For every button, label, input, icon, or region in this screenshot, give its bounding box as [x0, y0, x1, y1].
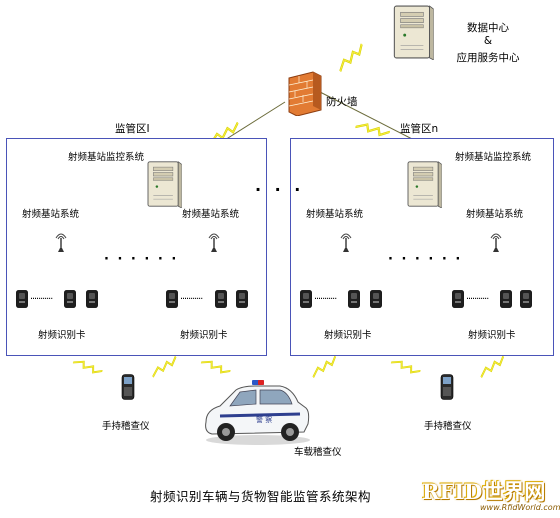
firewall-icon [288, 71, 322, 116]
svg-text:警 察: 警 察 [256, 415, 272, 424]
zone-n-card-label-b: 射频识别卡 [468, 330, 516, 341]
zone-1-card-icon [236, 290, 248, 308]
zone-1-card-gap-a: ··········· [30, 294, 53, 305]
zone-1-monitor-server-icon [146, 160, 182, 208]
handheld-checker-left-icon [121, 374, 135, 400]
zone-1-box [6, 138, 267, 356]
zone-n-station-gap-dots: · · · · · · [388, 252, 463, 267]
rfidworld-logo: RFID世界网 www.RfidWorld.com.cn [422, 476, 560, 516]
zone-1-station-gap-dots: · · · · · · [104, 252, 179, 267]
zone-1-card-label-a: 射频识别卡 [38, 330, 86, 341]
zone-1-card-label-b: 射频识别卡 [180, 330, 228, 341]
zone-n-card-gap-a: ··········· [314, 294, 337, 305]
zone-1-card-icon [64, 290, 76, 308]
zone-n-card-icon [500, 290, 512, 308]
zone-n-station-a-label: 射频基站系统 [306, 209, 364, 220]
watermark-url: www.RfidWorld.com.cn [480, 503, 560, 512]
zone-n-card-icon [370, 290, 382, 308]
app-service-center-label: 应用服务中心 [456, 52, 520, 64]
zone-1-title: 监管区Ⅰ [115, 123, 150, 135]
watermark-main: RFID世界网 [422, 479, 546, 504]
data-center-ampersand: & [483, 35, 493, 47]
zone-n-station-b-label: 射频基站系统 [466, 209, 524, 220]
zone-1-antenna-a-icon [53, 232, 69, 254]
vehicle-checker-label: 车载稽查仪 [294, 447, 342, 458]
handheld-checker-right-icon [440, 374, 454, 400]
handheld-checker-left-label: 手持稽查仪 [102, 421, 150, 432]
zone-1-card-gap-b: ··········· [180, 294, 203, 305]
zone-n-card-gap-b: ··········· [466, 294, 489, 305]
zone-n-card-icon [452, 290, 464, 308]
zone-n-card-icon [300, 290, 312, 308]
zone-1-antenna-b-icon [206, 232, 222, 254]
handheld-checker-right-label: 手持稽查仪 [424, 421, 472, 432]
zone-n-antenna-b-icon [488, 232, 504, 254]
firewall-label: 防火墙 [326, 96, 358, 108]
zone-n-monitor-label: 射频基站监控系统 [455, 152, 532, 163]
zone-1-card-icon [86, 290, 98, 308]
zone-1-station-b-label: 射频基站系统 [182, 209, 240, 220]
zone-n-title: 监管区n [400, 123, 439, 135]
zone-1-monitor-label: 射频基站监控系统 [68, 152, 145, 163]
zone-gap-dots: · · · [255, 180, 305, 199]
zone-n-monitor-server-icon [406, 160, 442, 208]
zone-1-card-icon [16, 290, 28, 308]
diagram-caption: 射频识别车辆与货物智能监管系统架构 [150, 489, 372, 504]
zone-n-card-icon [348, 290, 360, 308]
zone-n-card-icon [520, 290, 532, 308]
zone-n-card-label-a: 射频识别卡 [324, 330, 372, 341]
patrol-car-icon: 警 察 [205, 380, 310, 445]
zone-1-card-icon [215, 290, 227, 308]
zone-1-card-icon [166, 290, 178, 308]
zone-1-station-a-label: 射频基站系统 [22, 209, 80, 220]
data-center-server-icon [392, 4, 434, 60]
data-center-label: 数据中心 [467, 22, 509, 34]
zone-n-antenna-a-icon [338, 232, 354, 254]
